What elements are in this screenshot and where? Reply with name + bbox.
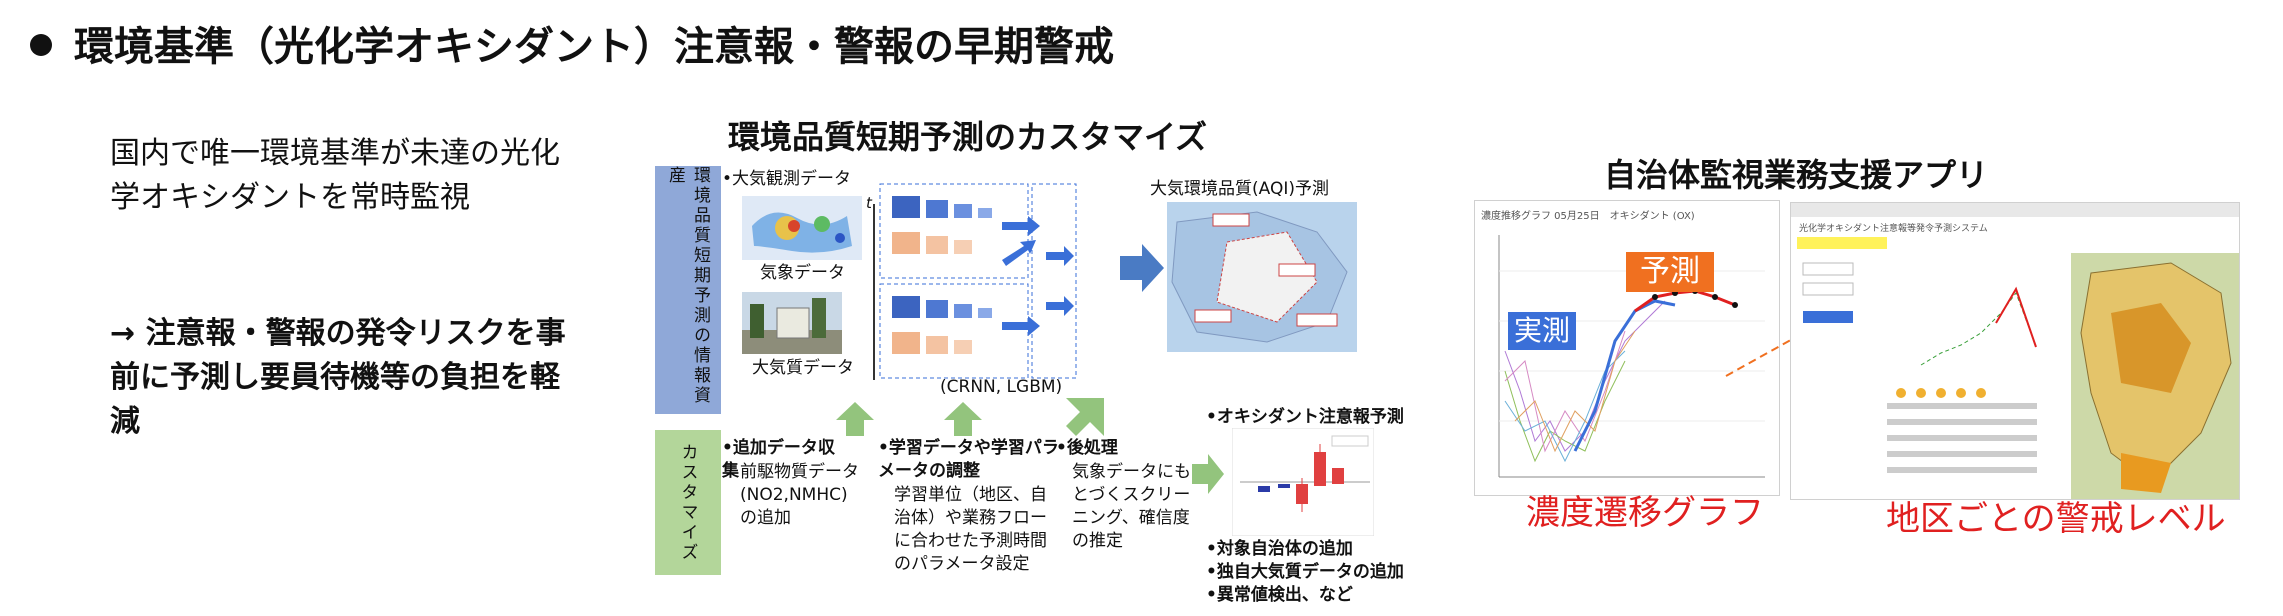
right-section-title: 自治体監視業務支援アプリ xyxy=(1604,156,1989,194)
bullet-item-2: •独自大気質データの追加 xyxy=(1206,562,1404,582)
airq-data-label: 大気質データ xyxy=(752,358,854,378)
weather-data-label: 気象データ xyxy=(760,263,845,283)
intro-text: 国内で唯一環境基準が未達の光化学オキシダントを常時監視 xyxy=(110,136,560,215)
time-axis xyxy=(873,204,875,380)
middle-section-title: 環境品質短期予測のカスタマイズ xyxy=(728,118,1208,156)
bullet-item-3: •異常値検出、など xyxy=(1206,585,1353,605)
forecast-tag: 予測 xyxy=(1626,252,1714,292)
model-architecture-diagram xyxy=(879,183,1077,379)
benefit-text: → 注意報・警報の発令リスクを事前に予測し要員待機等の負担を軽減 xyxy=(110,316,566,439)
ox-forecast-title: •オキシダント注意報予測 xyxy=(1206,407,1404,427)
custom-item-3-body: 気象データにもとづくスクリーニング、確信度の推定 xyxy=(1072,462,1191,551)
obs-data-label: •大気観測データ xyxy=(722,169,852,189)
bullet-dot xyxy=(30,34,52,56)
green-arrow-3-icon xyxy=(1066,398,1104,436)
weather-map-image xyxy=(742,196,862,260)
measured-tag: 実測 xyxy=(1508,312,1577,350)
arrow-to-forecast-icon xyxy=(1192,454,1224,494)
aqi-title: 大気環境品質(AQI)予測 xyxy=(1150,179,1329,199)
info-asset-label: 環境品質短期予測の情報資産 xyxy=(665,166,710,406)
info-asset-label-box: 環境品質短期予測の情報資産 xyxy=(655,166,721,414)
custom-item-2-title: •学習データや学習パラメータの調整 xyxy=(878,438,1059,481)
app-screenshot-panel: 光化学オキシダント注意報等発令予測システム xyxy=(1790,202,2240,500)
customize-label-box: カスタマイズ xyxy=(655,430,721,575)
app-screenshot-body xyxy=(1802,253,2239,499)
green-arrow-2-icon xyxy=(944,402,982,436)
concentration-graph xyxy=(1498,235,1765,478)
custom-item-2-body: 学習単位（地区、自治体）や業務フローに合わせた予測時間のパラメータ設定 xyxy=(894,485,1047,574)
custom-item-3-title: •後処理 xyxy=(1056,438,1118,458)
custom-item-1-title: •追加データ収集 xyxy=(722,438,835,481)
graph-caption: 濃度遷移グラフ xyxy=(1526,493,1764,533)
page-title: 環境基準（光化学オキシダント）注意報・警報の早期警戒 xyxy=(30,14,1114,72)
customize-label: カスタマイズ xyxy=(677,442,698,563)
browser-bar xyxy=(1791,203,2239,217)
ox-forecast-chart xyxy=(1232,428,1374,536)
level-caption: 地区ごとの警戒レベル xyxy=(1886,499,2226,539)
model-label: (CRNN, LGBM) xyxy=(940,377,1063,397)
app-header: 光化学オキシダント注意報等発令予測システム xyxy=(1799,224,1988,234)
time-symbol: t xyxy=(866,194,872,212)
arrow-to-aqi-icon xyxy=(1120,244,1164,292)
station-photo-image xyxy=(742,292,842,354)
bullet-item-1: •対象自治体の追加 xyxy=(1206,539,1353,559)
green-arrow-1-icon xyxy=(836,402,874,436)
graph-title: 濃度推移グラフ 05月25日 オキシダント (OX) xyxy=(1481,211,1695,222)
custom-item-1-body: 前駆物質データ(NO2,NMHC)の追加 xyxy=(740,462,859,528)
aqi-map-image xyxy=(1167,202,1357,352)
app-highlight-bar xyxy=(1797,237,1887,249)
